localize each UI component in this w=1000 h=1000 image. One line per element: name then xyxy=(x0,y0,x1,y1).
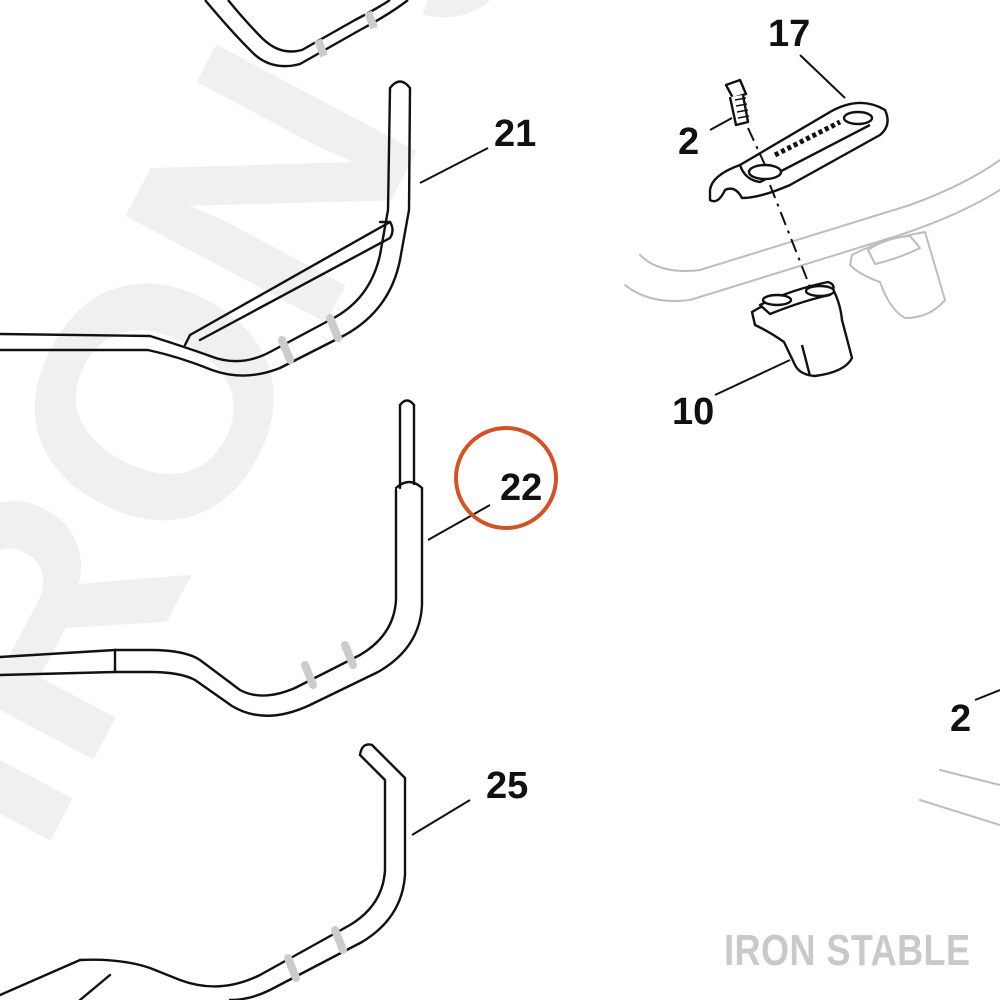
callout-21: 21 xyxy=(494,113,536,155)
callout-17: 17 xyxy=(768,13,810,55)
faded-riser xyxy=(849,231,946,319)
callout-10: 10 xyxy=(672,391,714,433)
assembly-center-lines xyxy=(747,127,813,293)
bolt-2 xyxy=(724,78,750,127)
tube-band xyxy=(278,314,342,364)
callout-25: 25 xyxy=(486,765,528,807)
callout-2-right: 2 xyxy=(950,698,971,740)
faded-handlebar-background xyxy=(624,159,1000,826)
tube-band xyxy=(314,10,378,58)
callout-2-top: 2 xyxy=(678,121,699,163)
brand-footer: IRON STABLE xyxy=(723,926,970,975)
handlebar-22 xyxy=(0,399,424,717)
highlight-circle-22 xyxy=(454,426,558,530)
watermark-text: IRON SH xyxy=(0,0,747,893)
callout-22: 22 xyxy=(500,467,542,509)
clamp-17 xyxy=(708,101,889,203)
tube-band xyxy=(284,926,347,982)
leader-lines xyxy=(411,54,1000,836)
handlebar-25 xyxy=(0,743,407,1000)
tube-band xyxy=(301,641,357,689)
handlebar-top-partial xyxy=(204,0,409,68)
handlebar-21 xyxy=(0,80,412,377)
riser-10 xyxy=(750,280,854,378)
